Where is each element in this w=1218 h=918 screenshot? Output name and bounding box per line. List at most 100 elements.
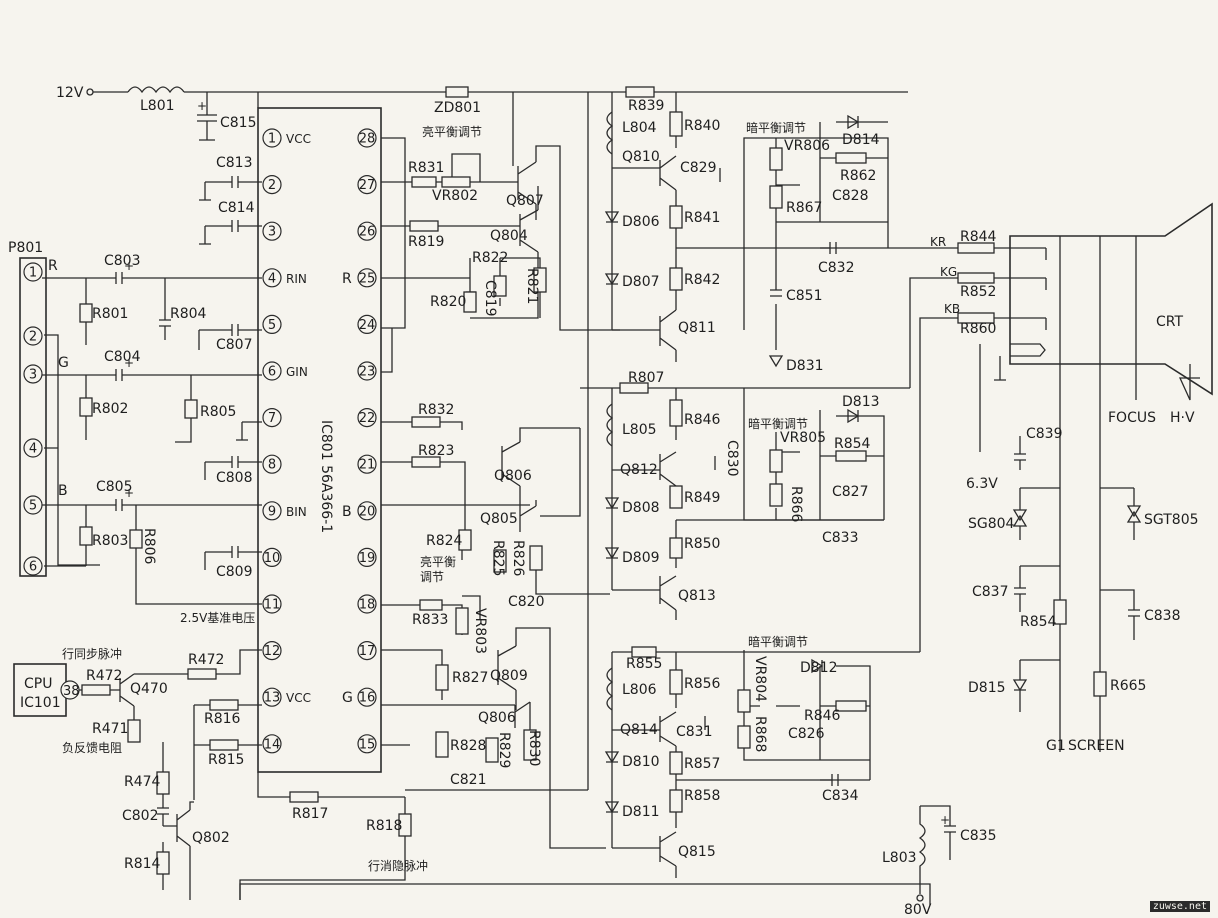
ic-pin-24	[357, 314, 377, 334]
ic-pin-number: 13	[264, 691, 281, 706]
label-c828: C828	[832, 188, 869, 204]
label-g1: G1	[1046, 738, 1066, 754]
label-c820: C820	[508, 594, 545, 610]
label-c829: C829	[680, 160, 717, 176]
p801-pin-number: 4	[29, 442, 37, 457]
label-12v: 12V	[56, 85, 84, 101]
cpu-label: CPU	[24, 676, 52, 692]
ic-pin-number: 22	[359, 411, 376, 426]
label-c839: C839	[1026, 426, 1063, 442]
label-r806: R806	[141, 528, 157, 565]
label-c808: C808	[216, 470, 253, 486]
label-q802: Q802	[192, 830, 230, 846]
inductor-l801	[127, 86, 185, 94]
label-r824: R824	[426, 533, 463, 549]
ic-pin-17	[357, 640, 377, 661]
ic-pin-label: GIN	[286, 365, 308, 379]
ic-pin-label: G	[342, 690, 353, 706]
label-vr803: VR803	[472, 608, 488, 654]
label-r821: R821	[524, 268, 540, 304]
label-r801: R801	[92, 306, 128, 322]
label-c835: C835	[960, 828, 997, 844]
label-r822: R822	[472, 250, 508, 266]
label-r840: R840	[684, 118, 720, 134]
ic-pin-label: RIN	[286, 272, 307, 286]
ic-pin-number: 2	[268, 178, 276, 193]
ic-pin-number: 4	[268, 271, 276, 286]
signal-b: B	[58, 483, 68, 499]
label-r860: R860	[960, 321, 996, 337]
label-q470: Q470	[130, 681, 168, 697]
ic-pin-15	[357, 734, 377, 754]
ic-pin-number: 26	[359, 225, 376, 240]
label-r817: R817	[292, 806, 328, 822]
label-sg804: SG804	[968, 516, 1015, 532]
note-bright-balance-top: 亮平衡调节	[422, 124, 482, 139]
ic-pin-number: 17	[359, 644, 376, 659]
label-d812: D812	[800, 660, 838, 676]
label-d831: D831	[786, 358, 824, 374]
p801-pin-4	[23, 438, 43, 458]
p801-pin-number: 5	[29, 499, 37, 514]
ic-pin-label: VCC	[286, 132, 311, 146]
cap-c814	[199, 220, 262, 245]
ic-pin-4	[262, 268, 282, 288]
ic-pin-number: 1	[268, 132, 276, 147]
ic-pin-number: 16	[359, 691, 376, 706]
ic-pin-label: R	[342, 271, 352, 287]
ic-pin-number: 11	[264, 598, 281, 613]
ic-pin-2	[262, 175, 282, 195]
p801-pin-number: 6	[29, 560, 37, 575]
label-sgt805: SGT805	[1144, 512, 1199, 528]
ic-pin-number: 7	[268, 411, 276, 426]
label-d809: D809	[622, 550, 660, 566]
svg-text:+: +	[124, 259, 134, 273]
p801-pin-1	[23, 262, 43, 282]
label-r826: R826	[510, 540, 526, 577]
svg-text:+: +	[940, 813, 950, 827]
ic-pin-27	[357, 175, 377, 195]
note-bright-balance-mid-2: 调节	[420, 570, 444, 584]
label-r823: R823	[418, 443, 454, 459]
label-c834: C834	[822, 788, 859, 804]
label-r854-g: R854	[834, 436, 871, 452]
label-focus: FOCUS	[1108, 410, 1156, 426]
label-r857: R857	[684, 756, 720, 772]
ic-pin-26	[357, 221, 377, 241]
signal-r: R	[48, 258, 58, 274]
label-r471: R471	[92, 721, 128, 737]
p801-pin-2	[23, 326, 43, 346]
label-r856: R856	[684, 676, 721, 692]
ic-pin-1	[262, 128, 282, 148]
ic-pin-number: 23	[359, 365, 376, 380]
label-q811: Q811	[678, 320, 716, 336]
label-r844: R844	[960, 229, 997, 245]
ic801-body	[257, 107, 382, 773]
label-q805: Q805	[480, 511, 518, 527]
label-c803: C803	[104, 253, 141, 269]
label-c833: C833	[822, 530, 859, 546]
ic-pin-number: 15	[359, 737, 376, 752]
label-r804: R804	[170, 306, 207, 322]
label-screen: SCREEN	[1068, 738, 1125, 754]
label-r825: R825	[490, 540, 506, 576]
label-r852: R852	[960, 284, 996, 300]
ic-pin-number: 9	[268, 504, 276, 519]
cap-c813	[199, 176, 262, 201]
ic-pin-5	[262, 314, 282, 334]
label-r665: R665	[1110, 678, 1146, 694]
label-r866: R866	[788, 486, 804, 523]
p801-pin-6	[23, 556, 43, 576]
ic-pin-8	[262, 454, 282, 474]
label-r849: R849	[684, 490, 720, 506]
ic-pin-11	[262, 594, 282, 614]
label-c827: C827	[832, 484, 869, 500]
label-c804: C804	[104, 349, 141, 365]
cpu-ic101-label: IC101	[20, 695, 61, 711]
label-r819: R819	[408, 234, 444, 250]
p801-pin-3	[23, 364, 43, 384]
label-r850: R850	[684, 536, 720, 552]
ic-pin-number: 21	[359, 458, 376, 473]
label-r833: R833	[412, 612, 448, 628]
label-hv: H·V	[1170, 410, 1195, 426]
